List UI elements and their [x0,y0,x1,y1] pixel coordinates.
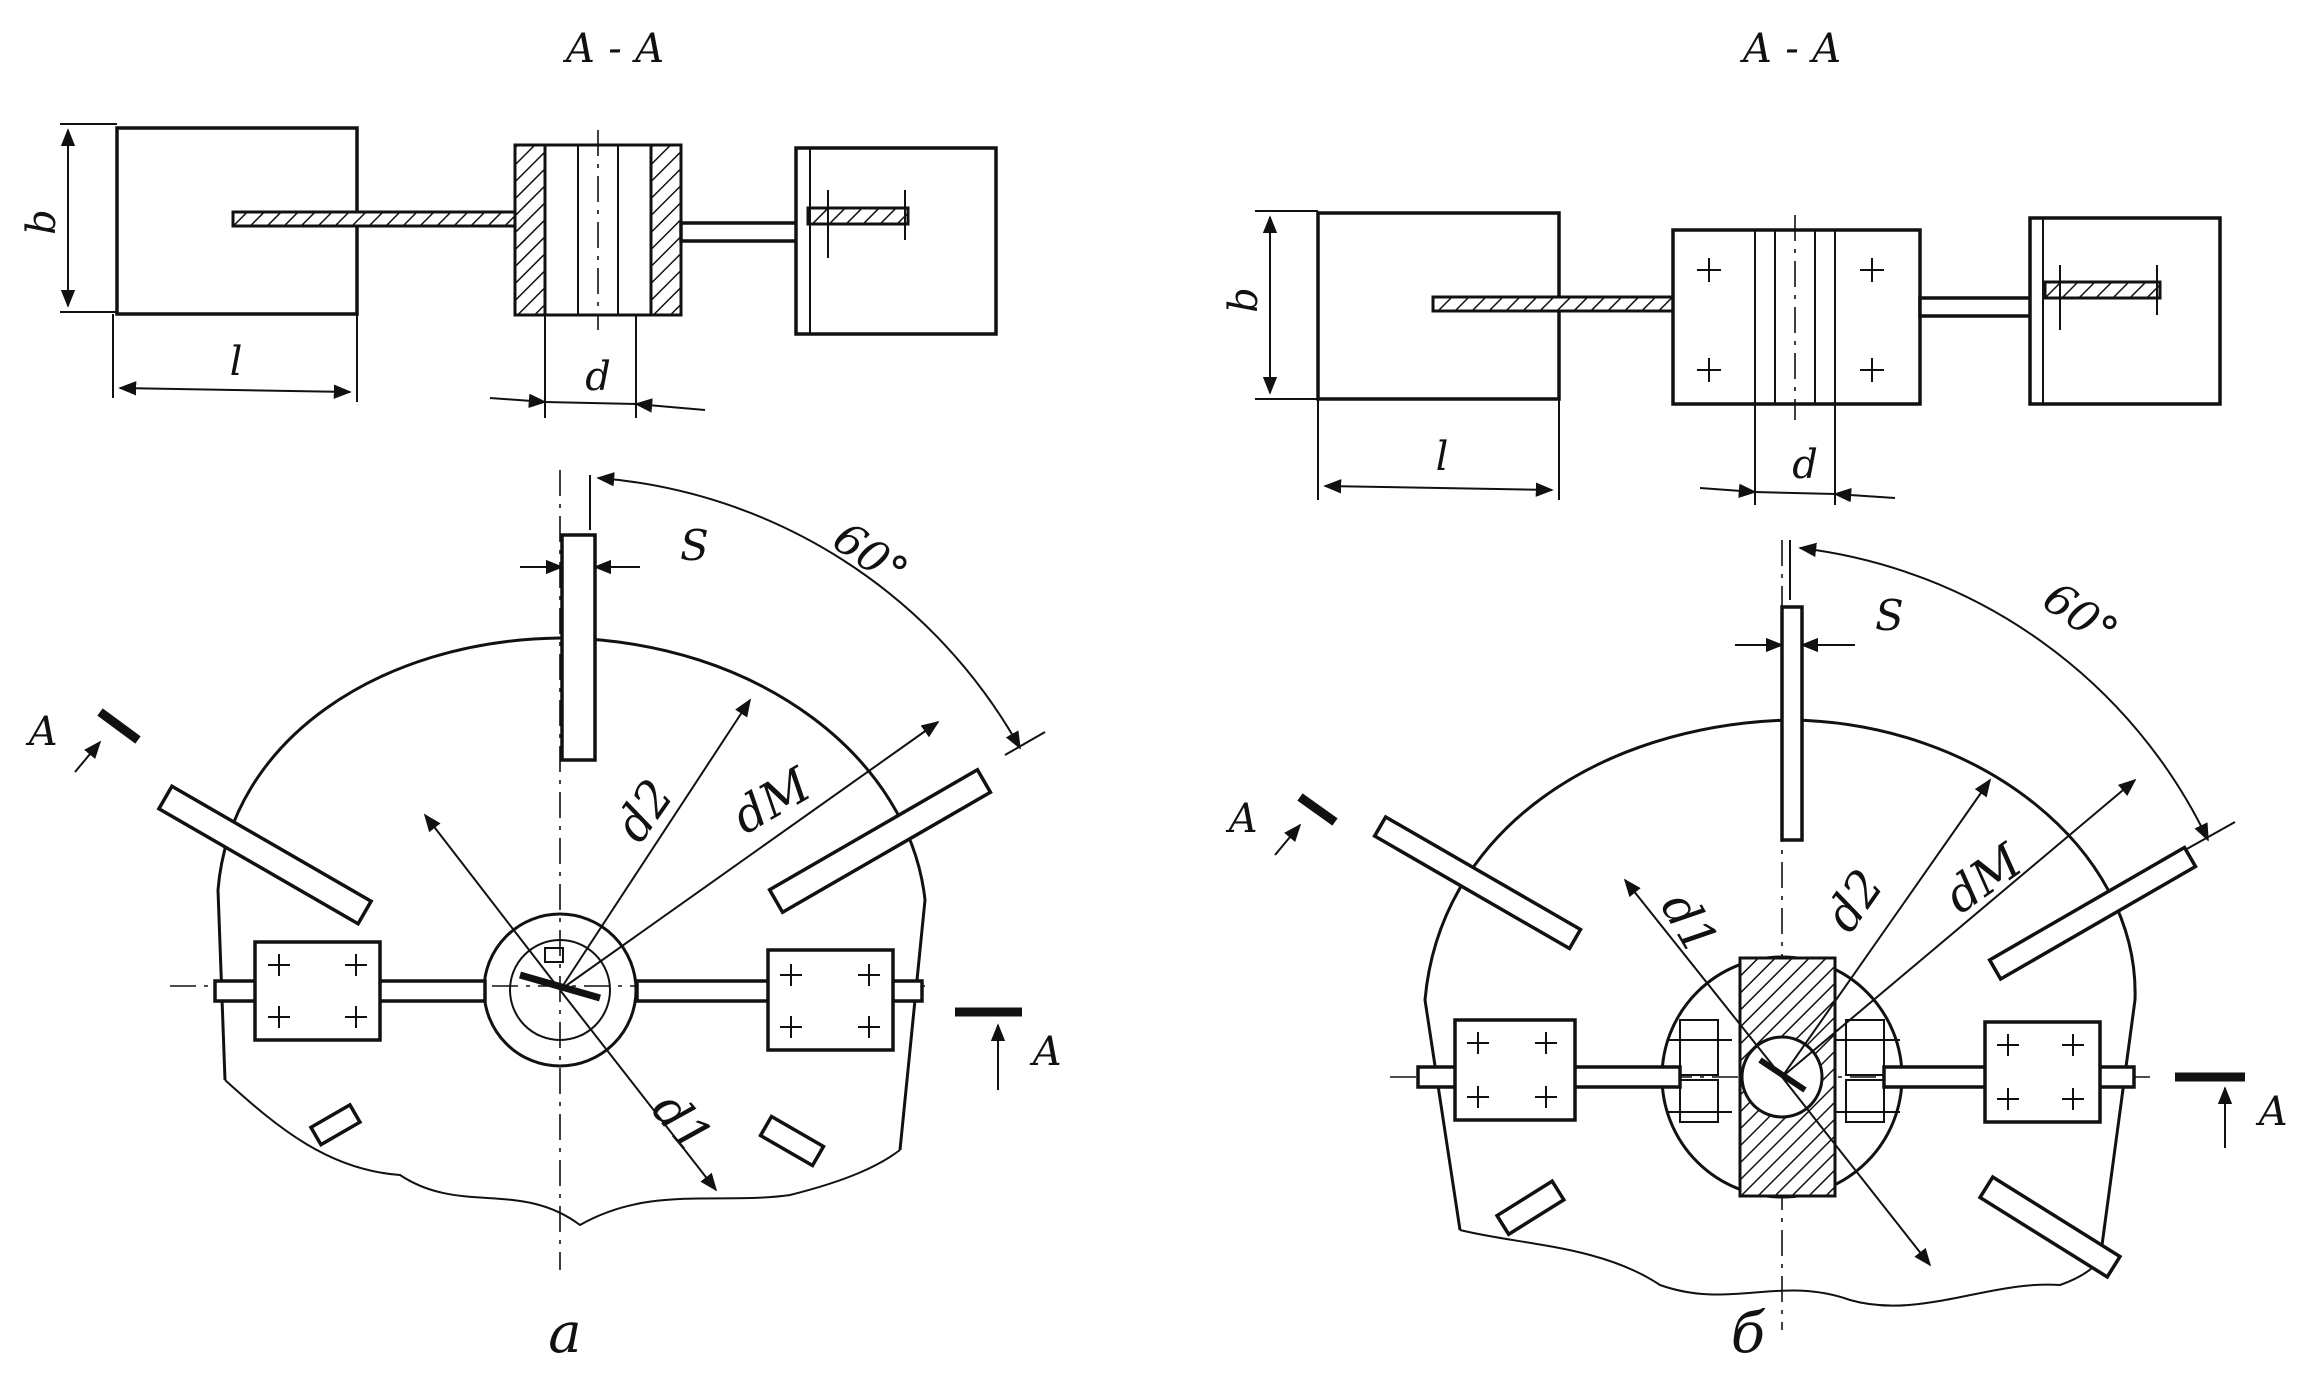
plan-view-b: d1 d2 dM S 60° А А б [1225,540,2288,1366]
d2-label-b: d2 [1814,860,1895,942]
hub-body-b [1671,228,1922,406]
plate-right-b [1983,1020,2102,1124]
dim-d-label-a: d [585,354,611,400]
dim-l-label-b: l [1436,434,1449,480]
blade-upper-left-b [1372,814,1583,951]
rod-left-a [231,210,517,228]
section-mark-upper-b: А [1225,796,1258,842]
section-view-b: А - А b [1221,26,2222,505]
caption-b: б [1731,1301,1766,1366]
plate-right-a [766,948,895,1052]
blade-insert-right-a [806,206,910,226]
d1-label-b: d1 [1650,883,1729,964]
figure-a: А - А b l [19,26,1062,1366]
blade-plate-right-b [2028,216,2222,406]
blade-top-b [1780,605,1804,842]
dim-s-label-b: S [1875,591,1904,640]
dim-d-label-b: d [1792,442,1818,488]
blade-lower-right-a [758,1114,826,1168]
plan-view-a: d2 dM d1 S 60° А А а [25,470,1062,1366]
angle-arc-b [1798,542,2209,842]
dm-label-a: dM [723,756,822,845]
blade-lower-right-b [1977,1174,2123,1280]
blade-upper-right-a [767,767,993,915]
blade-lower-left-b [1494,1178,1567,1237]
section-mark-lower-a: А [1029,1029,1062,1075]
dim-b-label-a: b [19,209,65,235]
plate-crosses-a [268,954,880,1038]
blade-upper-left-a [156,783,374,927]
blade-plate-right-a [794,146,998,336]
rod-left-b [1431,295,1675,313]
plate-left-b [1453,1018,1577,1122]
angle-label-a: 60° [824,512,917,599]
d2-label-a: d2 [604,770,685,852]
d1-label-a: d1 [641,1082,723,1165]
dim-s-label-a: S [680,521,709,570]
plate-left-a [253,940,382,1042]
angle-arc-a [596,472,1021,750]
blade-lower-left-a [308,1102,363,1148]
section-mark-lower-b: А [2255,1089,2288,1135]
section-title-a: А - А [562,26,665,72]
break-line-a [224,1079,901,1227]
blade-insert-right-b [2043,280,2162,300]
figure-b: А - А b [1221,26,2288,1366]
dim-l-label-a: l [230,339,243,385]
break-line-b [1459,1229,2101,1307]
blade-upper-right-b [1987,845,2198,982]
caption-a: а [548,1301,581,1366]
section-view-a: А - А b l [19,26,998,418]
blade-top-a [560,533,597,762]
section-mark-upper-a: А [25,709,58,755]
section-title-b: А - А [1739,26,1842,72]
dm-label-b: dM [1935,832,2034,925]
dim-b-label-b: b [1221,287,1267,313]
bolts-b [1668,1019,1900,1123]
